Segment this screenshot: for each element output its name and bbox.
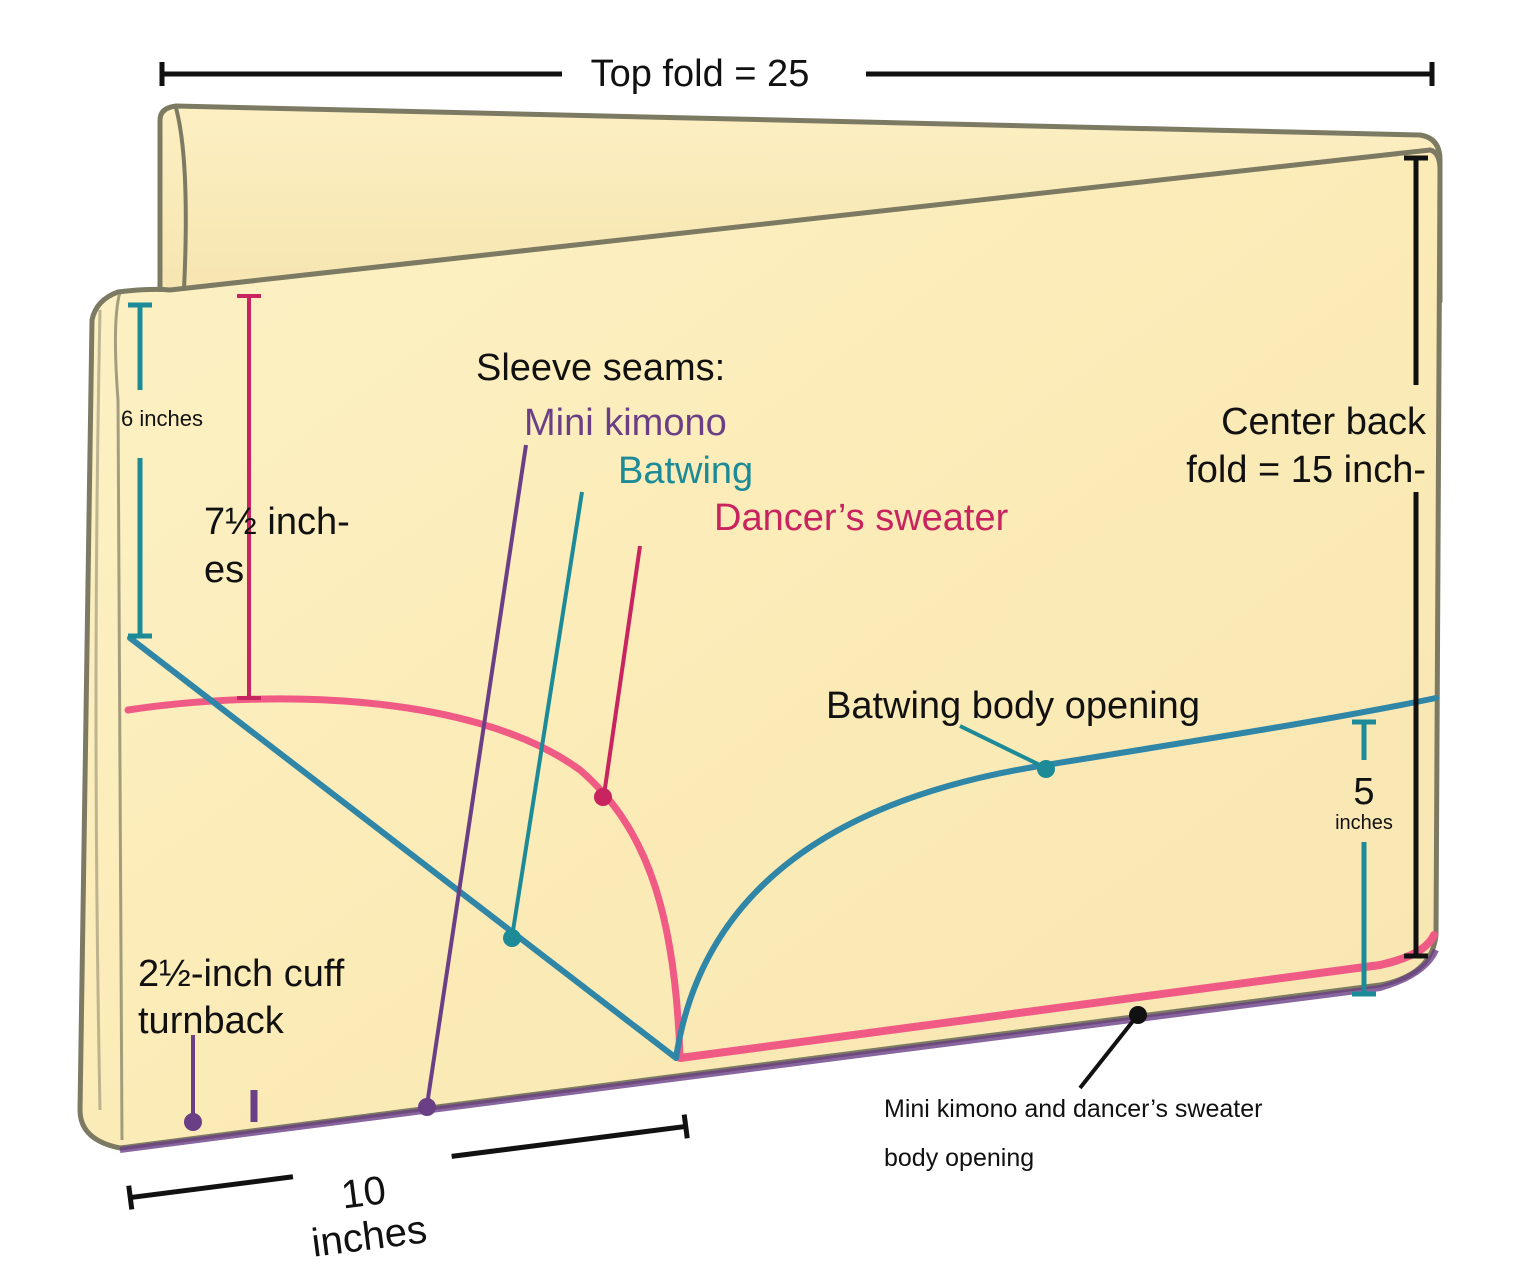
mini-kimono-dot	[418, 1098, 436, 1116]
mini-kimono-label: Mini kimono	[524, 402, 727, 444]
body-opening-label-line1: Mini kimono and dancer’s sweater	[884, 1095, 1262, 1123]
batwing-body-leader	[959, 724, 1047, 770]
five-inch-value: 5	[1353, 771, 1374, 813]
batwing-sleeve-seam	[127, 635, 679, 1061]
center-back-line2: fold = 15 inch-	[1186, 449, 1426, 491]
dancers-sweater-label: Dancer’s sweater	[714, 497, 1009, 539]
seven-half-inch-dimension: 7½ inch- es	[204, 294, 350, 700]
mini-kimono-leader	[425, 444, 528, 1106]
sleeve-seams-heading: Sleeve seams:	[476, 347, 725, 389]
batwing-leader	[510, 491, 584, 938]
six-inch-dimension: 6 inches	[121, 302, 203, 639]
six-inch-label: 6 inches	[121, 406, 203, 431]
body-opening-label-line2: body opening	[884, 1144, 1034, 1172]
fabric-front-layer	[77, 147, 1443, 1153]
cuff-label-line2: turnback	[138, 1000, 285, 1042]
batwing-dot	[503, 929, 521, 947]
five-inch-unit: inches	[1335, 812, 1393, 834]
batwing-body-opening-curve	[673, 695, 1439, 1061]
top-fold-dimension: Top fold = 25	[159, 53, 1435, 95]
dancers-sweater-dot	[594, 788, 612, 806]
dancers-sweater-leader	[602, 545, 642, 796]
sleeve-seams-labels: Sleeve seams: Mini kimono Batwing Dancer…	[476, 347, 1009, 539]
body-opening-dot	[1129, 1006, 1147, 1024]
center-back-dimension: Center back fold = 15 inch-	[1186, 155, 1428, 959]
cuff-label-line1: 2½-inch cuff	[138, 953, 345, 995]
five-inch-dimension: 5 inches	[1335, 719, 1393, 997]
center-back-line1: Center back	[1221, 401, 1427, 443]
cuff-dot	[184, 1113, 202, 1131]
batwing-body-opening-label: Batwing body opening	[826, 685, 1200, 727]
seven-half-label-line2: es	[204, 549, 244, 591]
batwing-body-dot	[1037, 760, 1055, 778]
ten-inch-value: 10	[339, 1168, 389, 1217]
top-fold-label: Top fold = 25	[591, 53, 810, 95]
body-opening-leader	[1078, 1014, 1139, 1090]
seven-half-label-line1: 7½ inch-	[204, 501, 350, 543]
leader-lines	[184, 444, 1147, 1131]
batwing-label: Batwing	[618, 450, 753, 492]
ten-inch-unit: inches	[309, 1207, 429, 1265]
